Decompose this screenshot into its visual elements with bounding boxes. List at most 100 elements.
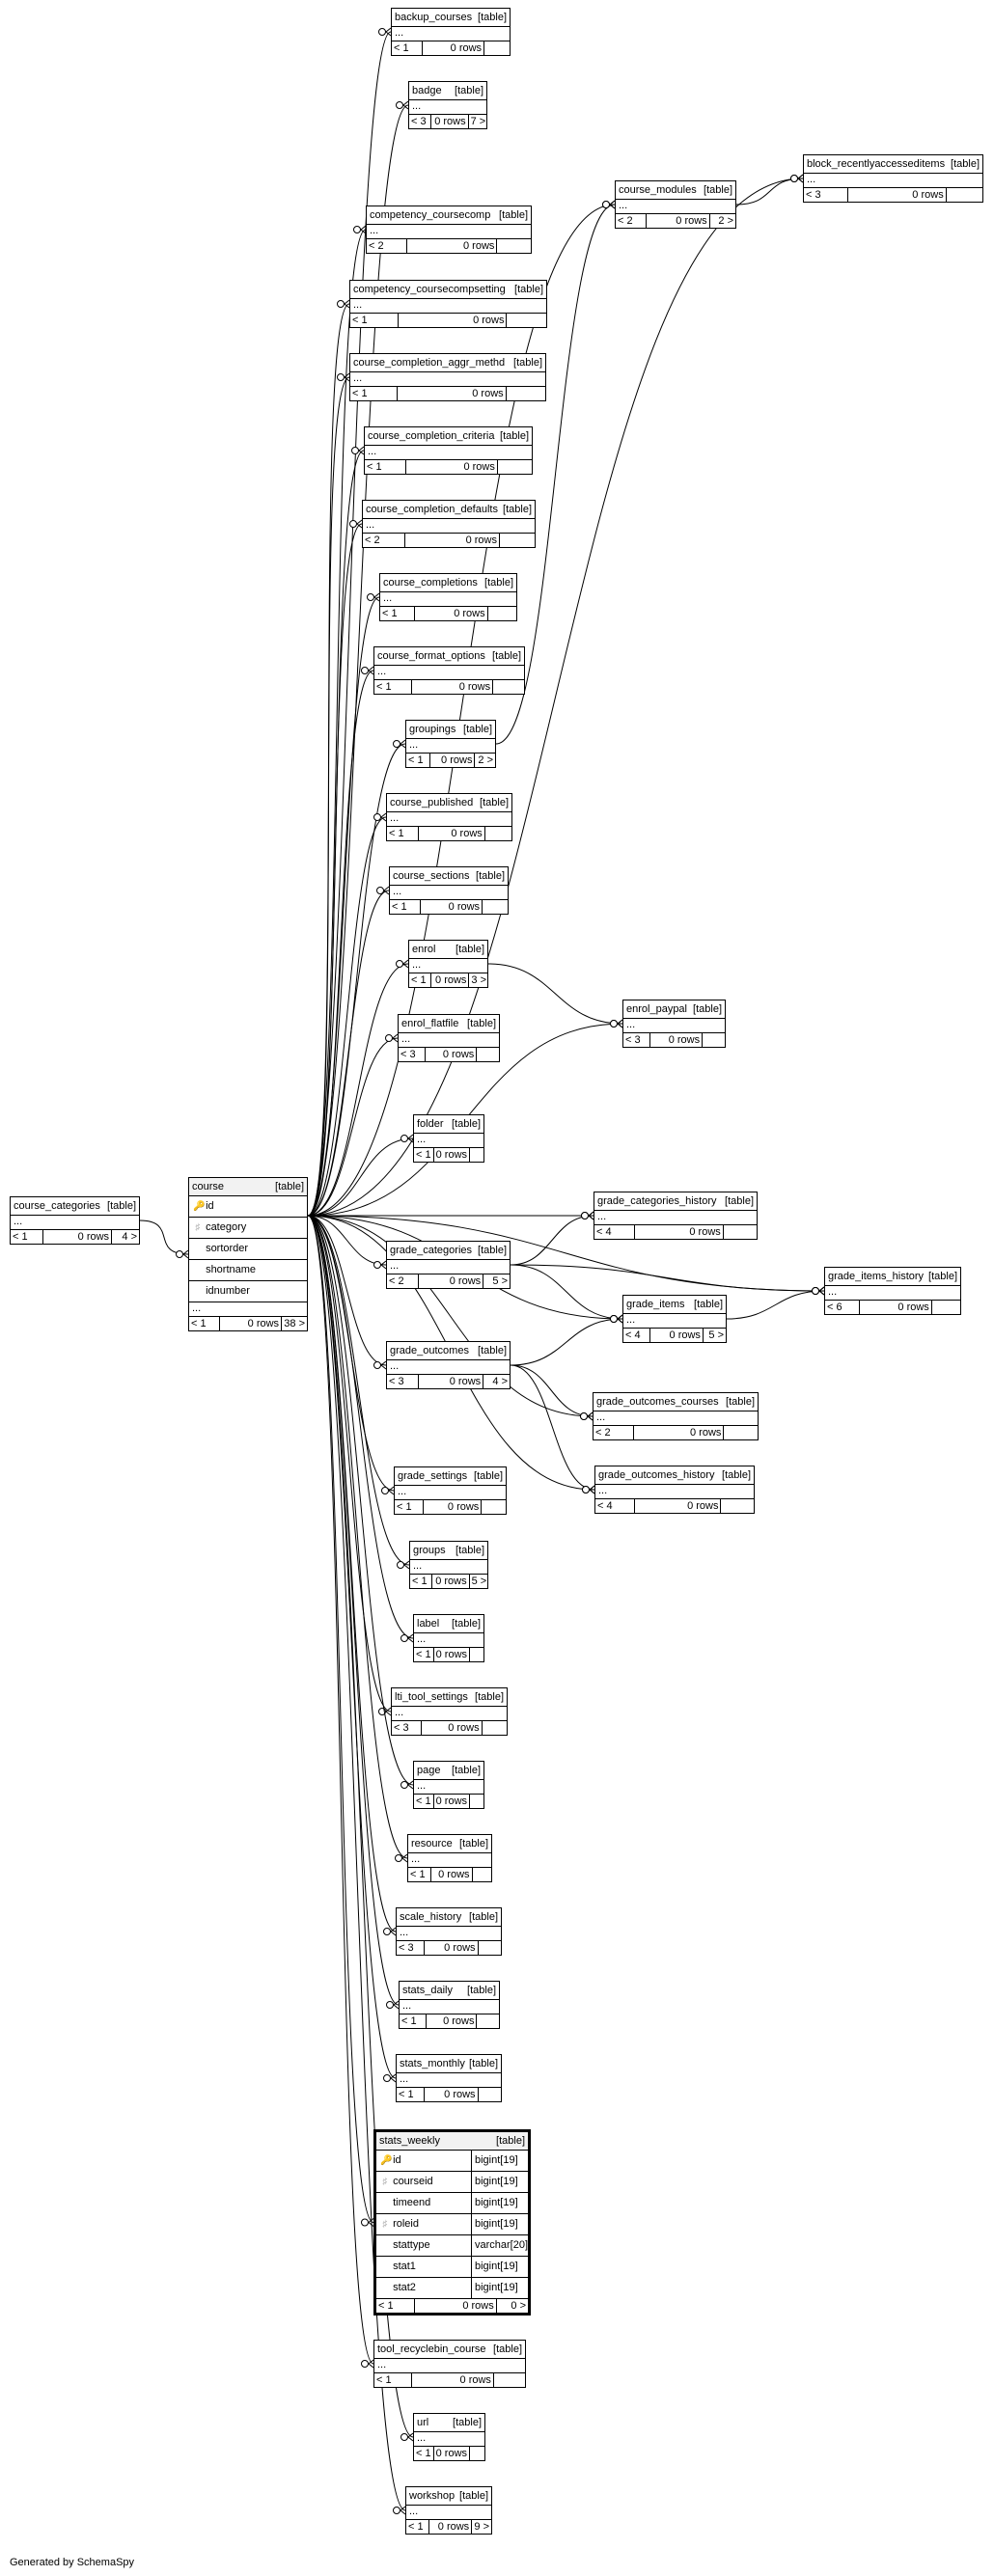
- parents-count[interactable]: < 2: [387, 1274, 419, 1288]
- parents-count[interactable]: < 3: [387, 1375, 419, 1388]
- parents-count[interactable]: < 1: [397, 2088, 425, 2101]
- parents-count[interactable]: < 1: [395, 1500, 425, 1514]
- table-column[interactable]: ♯ category: [189, 1218, 307, 1239]
- children-count[interactable]: [483, 1721, 507, 1735]
- parents-count[interactable]: < 1: [350, 387, 399, 400]
- parents-count[interactable]: < 3: [399, 1048, 426, 1061]
- children-count[interactable]: [724, 1426, 758, 1439]
- children-count[interactable]: [477, 2014, 499, 2028]
- parents-count[interactable]: < 1: [350, 314, 399, 327]
- children-count[interactable]: [500, 534, 535, 547]
- parents-count[interactable]: < 1: [392, 41, 423, 55]
- children-count[interactable]: [479, 2088, 501, 2101]
- children-count[interactable]: [479, 1941, 501, 1955]
- children-count[interactable]: [703, 1033, 725, 1047]
- parents-count[interactable]: < 1: [409, 973, 431, 987]
- children-count[interactable]: 2 >: [478, 754, 493, 766]
- parents-count[interactable]: < 1: [365, 460, 407, 474]
- parents-count[interactable]: < 1: [414, 1148, 434, 1162]
- children-count[interactable]: [470, 1148, 483, 1162]
- children-count[interactable]: 4 >: [122, 1231, 137, 1243]
- parents-count[interactable]: < 3: [804, 188, 848, 202]
- parents-count[interactable]: < 1: [414, 1648, 434, 1661]
- parents-count[interactable]: < 1: [408, 1868, 431, 1881]
- children-count[interactable]: [932, 1301, 960, 1314]
- parents-count[interactable]: < 2: [616, 214, 648, 228]
- parents-count[interactable]: < 1: [387, 827, 420, 840]
- parents-count[interactable]: < 1: [414, 1795, 434, 1808]
- children-count[interactable]: 3 >: [471, 974, 487, 986]
- children-count[interactable]: 9 >: [474, 2521, 489, 2533]
- parents-count[interactable]: < 1: [380, 607, 416, 620]
- children-count[interactable]: [721, 1499, 754, 1513]
- children-count[interactable]: [482, 1500, 506, 1514]
- children-count[interactable]: [488, 607, 516, 620]
- children-count[interactable]: 5 >: [708, 1329, 724, 1341]
- parents-count[interactable]: < 1: [406, 2520, 430, 2534]
- children-count[interactable]: [470, 1795, 483, 1808]
- parents-count[interactable]: < 1: [374, 680, 413, 694]
- parents-count[interactable]: < 6: [825, 1301, 860, 1314]
- parents-count[interactable]: < 1: [410, 1575, 432, 1588]
- children-count[interactable]: [470, 2447, 484, 2460]
- table-course[interactable]: course[table] 🔑 id♯ category sortorder s…: [188, 1177, 308, 1331]
- parents-count[interactable]: < 4: [594, 1225, 635, 1239]
- table-competency-coursecompsetting[interactable]: competency_coursecompsetting[table]...< …: [349, 280, 547, 328]
- children-count[interactable]: [507, 314, 546, 327]
- parents-count[interactable]: < 1: [189, 1317, 220, 1330]
- children-count[interactable]: [493, 680, 524, 694]
- parents-count[interactable]: < 3: [409, 115, 431, 128]
- parents-count[interactable]: < 3: [392, 1721, 423, 1735]
- parents-count[interactable]: < 3: [397, 1941, 425, 1955]
- parents-count[interactable]: < 4: [623, 1329, 651, 1342]
- children-count[interactable]: [494, 2373, 525, 2387]
- children-count[interactable]: [497, 239, 531, 253]
- parents-count[interactable]: < 1: [11, 1230, 44, 1244]
- table-block-recentlyaccesseditems[interactable]: block_recentlyaccesseditems[table]...< 3…: [803, 154, 983, 203]
- children-count[interactable]: [507, 387, 545, 400]
- children-count[interactable]: [947, 188, 982, 202]
- children-count[interactable]: [724, 1225, 757, 1239]
- parents-count[interactable]: < 1: [376, 2299, 415, 2313]
- table-column[interactable]: idnumber: [189, 1281, 307, 1302]
- parents-count[interactable]: < 2: [367, 239, 408, 253]
- children-count[interactable]: 0 >: [511, 2300, 526, 2312]
- parents-count[interactable]: < 1: [406, 754, 431, 767]
- children-count[interactable]: 5 >: [471, 1576, 487, 1587]
